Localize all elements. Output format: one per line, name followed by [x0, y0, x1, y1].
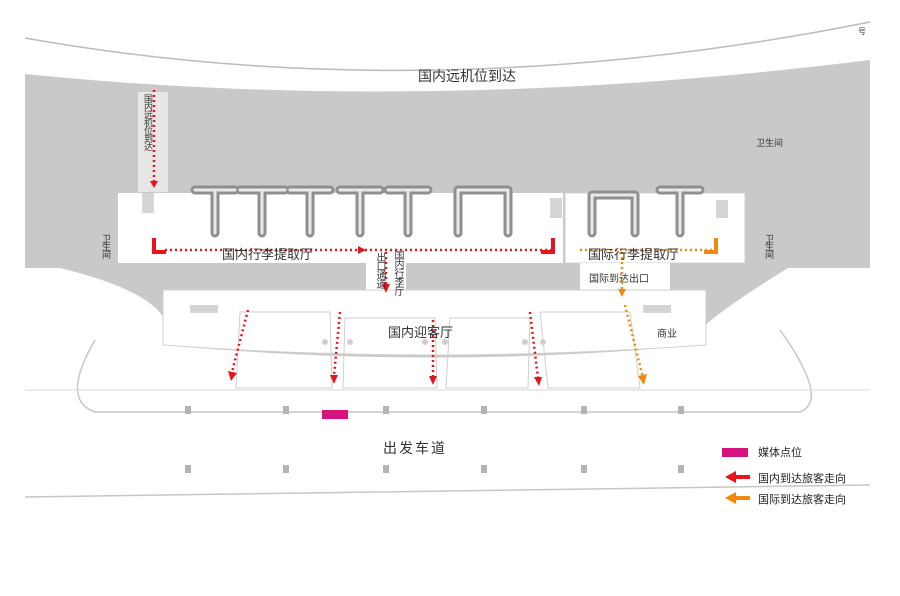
legend-domestic-arrow: [725, 471, 750, 483]
international-exit-label: 国际到达出口: [589, 274, 649, 285]
domestic-flow-gate2: [332, 311, 342, 377]
legend-international-label: 国际到达旅客走向: [758, 493, 846, 506]
greeting-hall-area: [162, 289, 707, 356]
international-exit-area: [580, 263, 670, 291]
domestic-flow-gate1: [230, 309, 250, 373]
domestic-baggage-hall-label: 国内行李提取厅: [222, 248, 314, 263]
exit-passage-label: 出口通道: [374, 252, 385, 288]
legend-media-swatch: [722, 448, 748, 457]
restroom-left: 卫生间: [100, 234, 110, 258]
remote-stand-label: 国内远机位到达: [142, 94, 152, 150]
curbside-line: [76, 329, 812, 413]
legend-international-arrow: [725, 492, 750, 504]
legend-domestic-label: 国内到达旅客走向: [758, 472, 846, 485]
top-arrival-label: 国内远机位到达: [418, 69, 516, 85]
greeting-hall-label: 国内迎客厅: [388, 326, 454, 341]
domestic-flow-gate4: [528, 311, 540, 379]
international-baggage-hall-label: 国际行李提取厅: [588, 248, 680, 263]
commerce-label: 商业: [657, 329, 677, 340]
terminal-outer-wall: [24, 21, 871, 72]
media-point-marker: [322, 410, 348, 419]
domestic-baggage-small-label: 国内行李厅: [392, 250, 403, 295]
legend-domestic: 国内到达旅客走向: [722, 470, 846, 486]
corner-label: 号: [858, 27, 866, 36]
legend-media: 媒体点位: [722, 444, 802, 460]
restroom-right-top: 卫生间: [756, 139, 784, 149]
legend-media-label: 媒体点位: [758, 446, 802, 459]
legend-international: 国际到达旅客走向: [722, 491, 846, 507]
restroom-right: 卫生间: [763, 234, 773, 258]
departure-road-label: 出发车道: [383, 441, 447, 457]
domestic-baggage-hall: [118, 193, 563, 263]
